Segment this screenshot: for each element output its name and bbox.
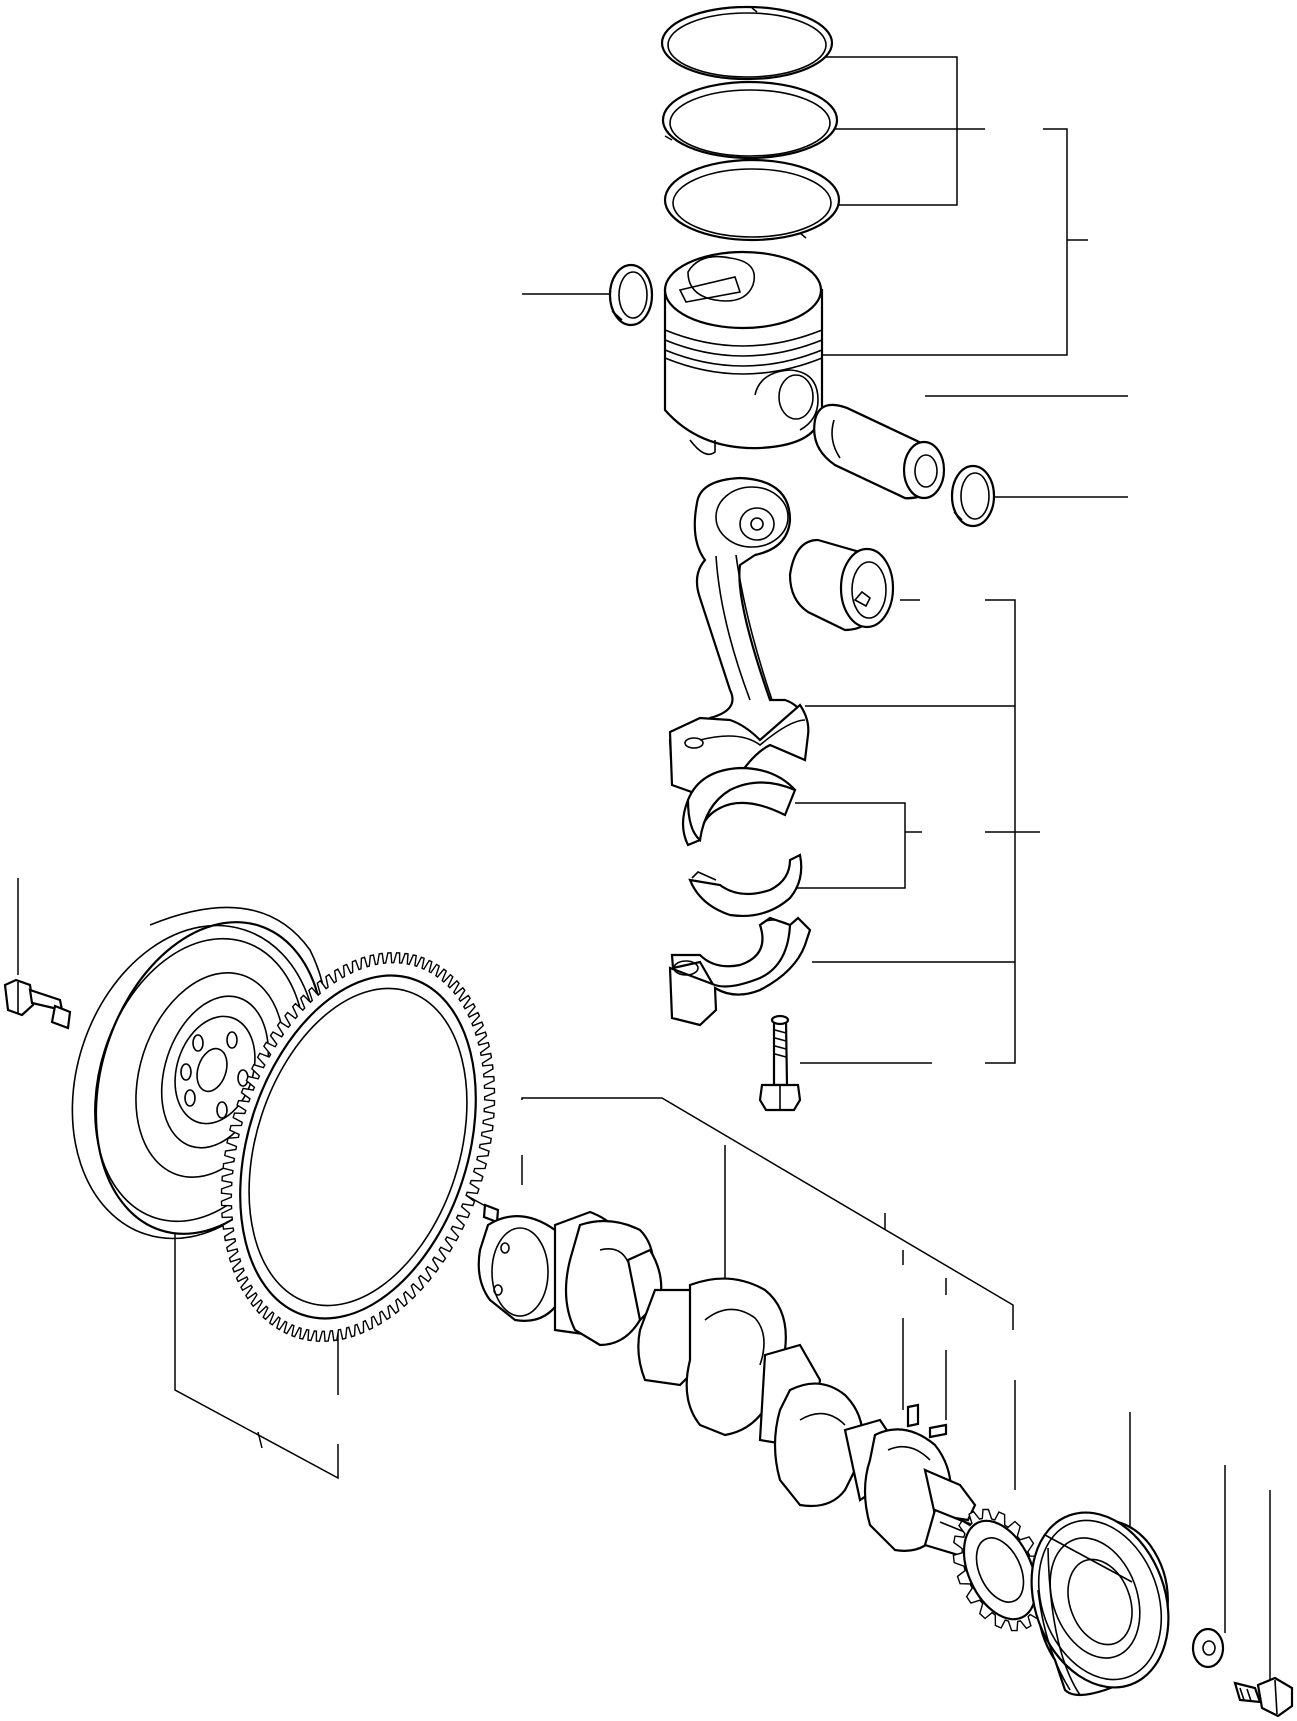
leader-lines bbox=[17, 56, 1271, 1680]
piston-pin-snap-ring-left bbox=[608, 263, 654, 327]
dowel-pin bbox=[482, 1203, 500, 1224]
small-end-bushing bbox=[788, 538, 895, 632]
rod-bearing-lower bbox=[688, 853, 803, 917]
key-1 bbox=[906, 1403, 920, 1428]
rod-cap bbox=[668, 916, 812, 1027]
flywheel-bolt bbox=[3, 978, 72, 1030]
ring-gear bbox=[220, 952, 496, 1342]
washer bbox=[1191, 1627, 1225, 1669]
leader-piston-bracket bbox=[822, 128, 1068, 356]
crank-pulley bbox=[1030, 1511, 1170, 1697]
ring-gear-rim-0 bbox=[239, 974, 477, 1320]
rod-bolt bbox=[758, 1014, 802, 1112]
piston-pin-snap-ring-right bbox=[950, 464, 996, 528]
piston-ring-second bbox=[661, 80, 839, 160]
crank-gear-rim-0 bbox=[962, 1519, 1038, 1621]
crank-gear-rim-1 bbox=[975, 1537, 1025, 1603]
key-2 bbox=[928, 1423, 948, 1439]
rod-bearing-upper bbox=[681, 766, 797, 847]
leader-bracket-tick bbox=[257, 1431, 263, 1449]
leader-rings-bracket bbox=[825, 56, 958, 206]
connecting-rod bbox=[668, 476, 810, 797]
piston-pin bbox=[813, 403, 946, 500]
crankshaft bbox=[477, 1210, 996, 1567]
piston-rings bbox=[660, 5, 841, 242]
piston bbox=[663, 250, 824, 456]
pulley-bolt bbox=[1233, 1676, 1294, 1718]
piston-ring-top bbox=[660, 5, 834, 81]
leader-bearing-bracket bbox=[795, 802, 906, 889]
crank-gear bbox=[952, 1508, 1048, 1632]
leader-crank-tree bbox=[521, 1097, 1014, 1330]
ring-gear-rim-1 bbox=[248, 987, 468, 1307]
leader-flywheel-bracket bbox=[174, 1232, 339, 1480]
piston-ring-oil bbox=[663, 158, 841, 242]
